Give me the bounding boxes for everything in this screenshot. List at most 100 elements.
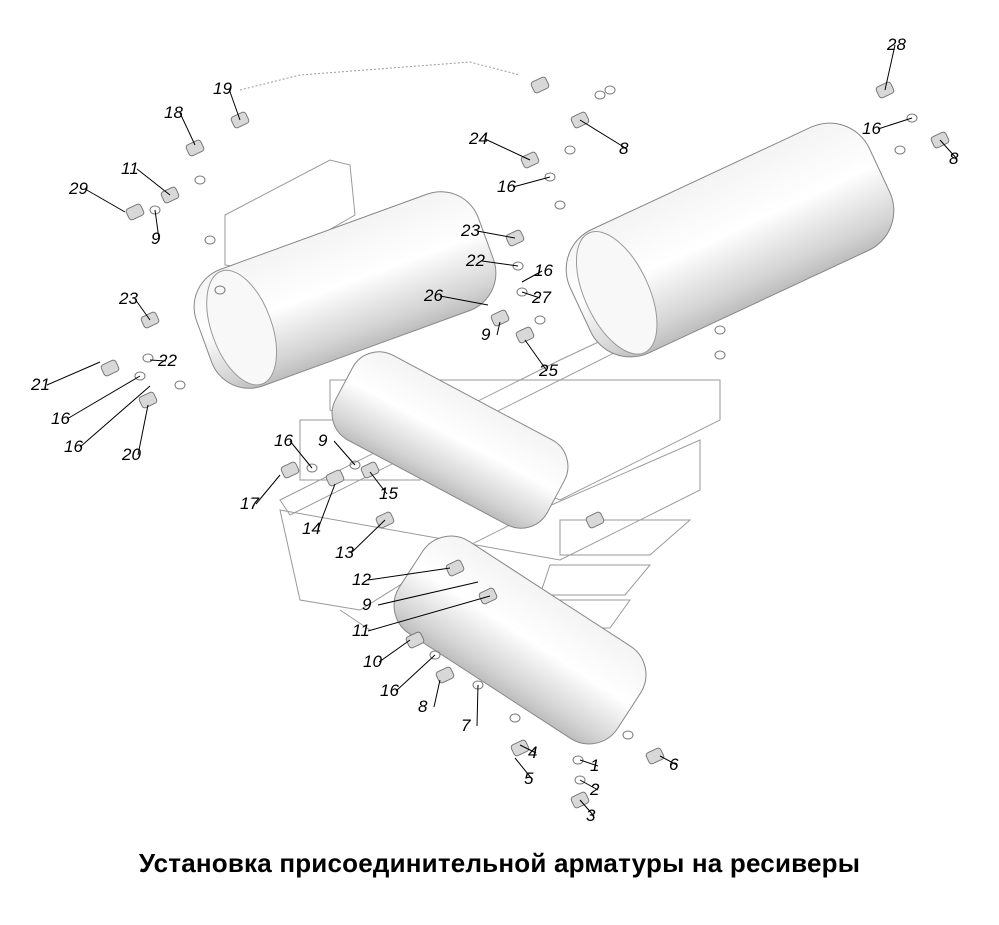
callout-label: 6 [669,755,679,774]
callout-label: 11 [352,621,370,640]
callout-label: 16 [380,681,399,700]
receiver-left [193,191,497,389]
callout-label: 19 [213,79,232,98]
fitting [445,559,465,577]
callout-label: 9 [151,229,161,248]
callout-label: 7 [461,716,471,735]
fitting [530,76,550,94]
callout-label: 8 [418,697,428,716]
callout-label: 2 [589,780,600,799]
leader-line [333,440,356,466]
leader-line [369,471,388,495]
o-ring [544,172,556,182]
o-ring [714,350,726,360]
callout-label: 29 [68,179,88,198]
fitting [138,391,158,409]
leader-line [377,581,479,606]
callout-label: 18 [164,103,183,122]
callout-label: 9 [481,325,491,344]
callout-label: 4 [528,743,537,762]
leader-line [579,779,599,791]
fitting [490,309,510,327]
leader-line [378,639,411,663]
o-ring [214,285,226,295]
leader-line [367,595,491,632]
leader-line [496,321,501,336]
o-ring [554,200,566,210]
leader-line [659,755,678,766]
frame-outline [224,61,721,631]
fitting [185,139,205,157]
fitting [280,461,300,479]
leader-line [476,684,479,727]
callout-label: 9 [318,431,328,450]
o-ring [906,113,918,123]
leader-line [317,483,336,530]
callout-label: 16 [534,261,553,280]
o-ring [306,463,318,473]
leader-line [884,44,896,91]
callout-label: 1 [590,756,599,775]
leader-line [514,757,533,780]
callout-label: 5 [524,769,534,788]
leader-line [439,295,489,306]
leader-line [134,298,151,321]
callout-label: 14 [302,519,321,538]
leader-line [228,88,241,121]
o-ring [564,145,576,155]
o-ring [174,380,186,390]
leader-line [154,209,160,240]
leader-line [289,440,313,469]
callout-label: 16 [51,409,70,428]
o-ring [894,145,906,155]
fitting [325,469,345,487]
leader-line [255,474,281,505]
leader-line [579,119,628,150]
o-ring [512,261,524,271]
callout-label: 23 [118,289,138,308]
o-ring [134,371,146,381]
leader-line [939,139,958,160]
callout-label: 27 [531,288,551,307]
callout-label: 21 [30,375,50,394]
fitting [435,666,455,684]
leader-line [524,339,548,372]
diagram-title: Установка присоединительной арматуры на … [138,848,861,878]
fitting [585,511,605,529]
o-ring [149,205,161,215]
callout-label: 15 [379,484,398,503]
leader-line [350,519,386,554]
o-ring [204,235,216,245]
leader-line [66,375,141,420]
o-ring [509,713,521,723]
o-ring [516,287,528,297]
leader-line [136,168,171,196]
callout-label: 20 [121,445,141,464]
fitting [478,587,498,605]
leader-line [395,654,436,692]
o-ring [194,175,206,185]
leader-line [79,385,151,448]
callout-label: 16 [497,177,516,196]
callout-label: 11 [121,159,139,178]
o-ring [142,353,154,363]
o-ring [534,315,546,325]
callout-label: 9 [362,595,372,614]
callout-label: 16 [862,119,881,138]
fitting [360,461,380,479]
fitting [510,739,530,757]
leader-line [481,260,519,267]
callout-label: 13 [335,543,354,562]
callout-label: 24 [468,129,488,148]
o-ring [429,650,441,660]
callout-label: 16 [64,437,83,456]
callout-label: 26 [423,286,443,305]
receiver-middle [331,351,569,529]
leader-line [521,270,543,283]
callout-label: 10 [363,652,382,671]
callout-label: 12 [352,570,371,589]
leader-line [484,138,531,161]
leader-line [519,744,537,754]
